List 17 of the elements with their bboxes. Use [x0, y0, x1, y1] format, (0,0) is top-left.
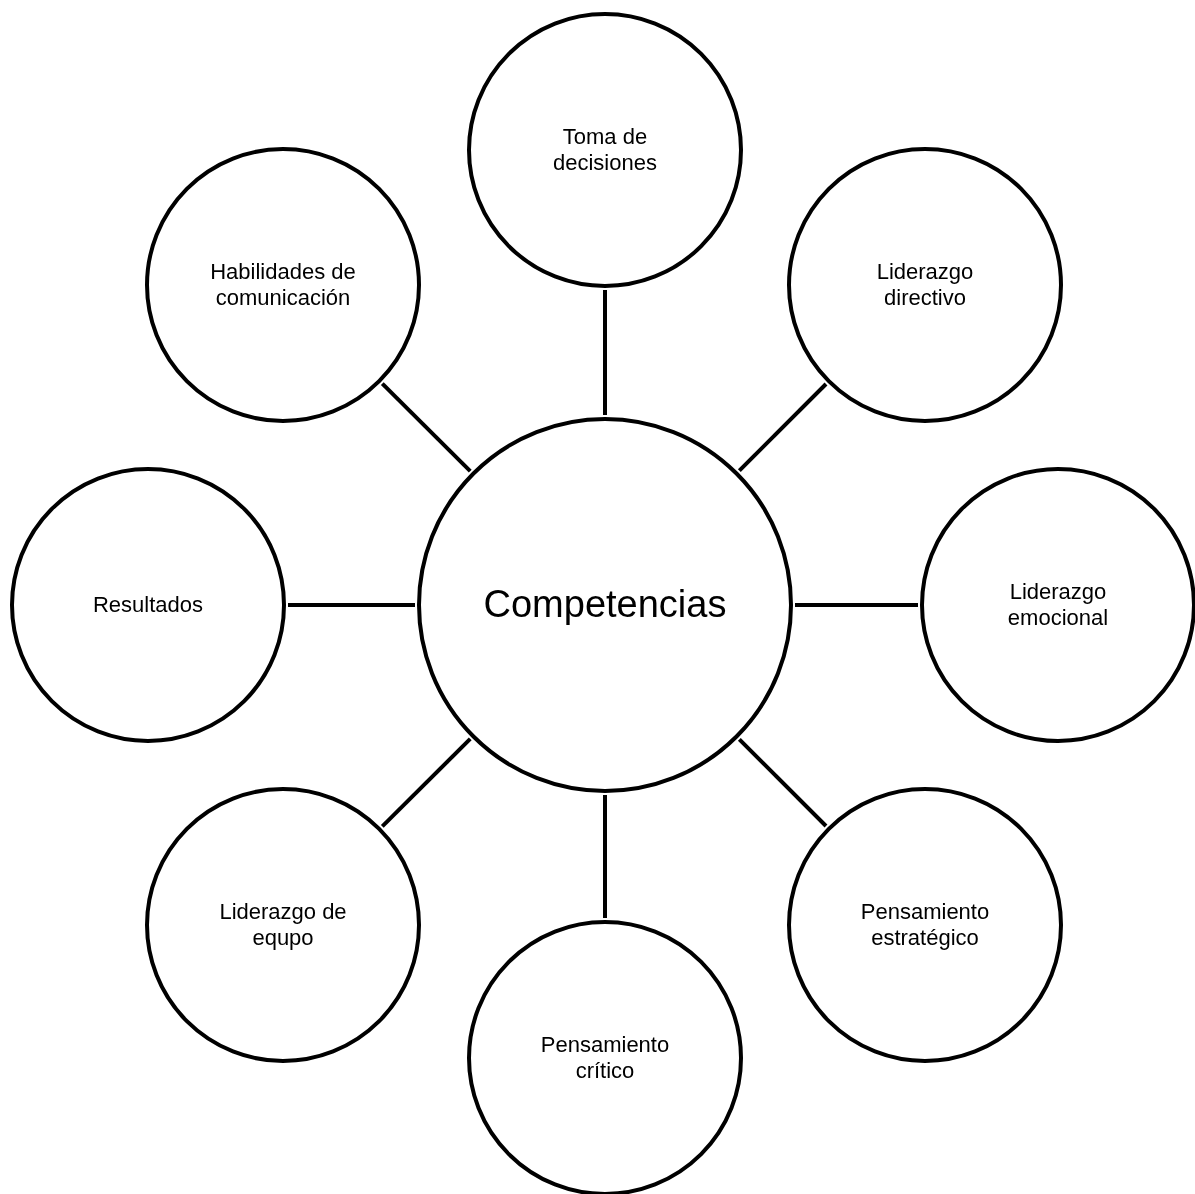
- connector-line: [795, 603, 918, 607]
- node-label: Liderazgo emocional: [1006, 578, 1110, 632]
- connector-line: [380, 737, 472, 828]
- node-label: Habilidades de comunicación: [209, 258, 357, 312]
- node-label: Resultados: [92, 591, 204, 619]
- node-label: Pensamiento estratégico: [859, 898, 991, 952]
- connector-line: [603, 795, 607, 918]
- node-label: Liderazgo directivo: [875, 258, 975, 312]
- connector-line: [380, 382, 472, 473]
- node-label: Pensamiento crítico: [539, 1031, 671, 1085]
- node-label: Toma de decisiones: [552, 123, 658, 177]
- connector-line: [288, 603, 415, 607]
- node-label: Competencias: [483, 582, 727, 628]
- connector-line: [603, 290, 607, 415]
- connector-line: [737, 382, 828, 473]
- node-label: Liderazgo de equpo: [218, 898, 348, 952]
- connector-line: [737, 737, 828, 828]
